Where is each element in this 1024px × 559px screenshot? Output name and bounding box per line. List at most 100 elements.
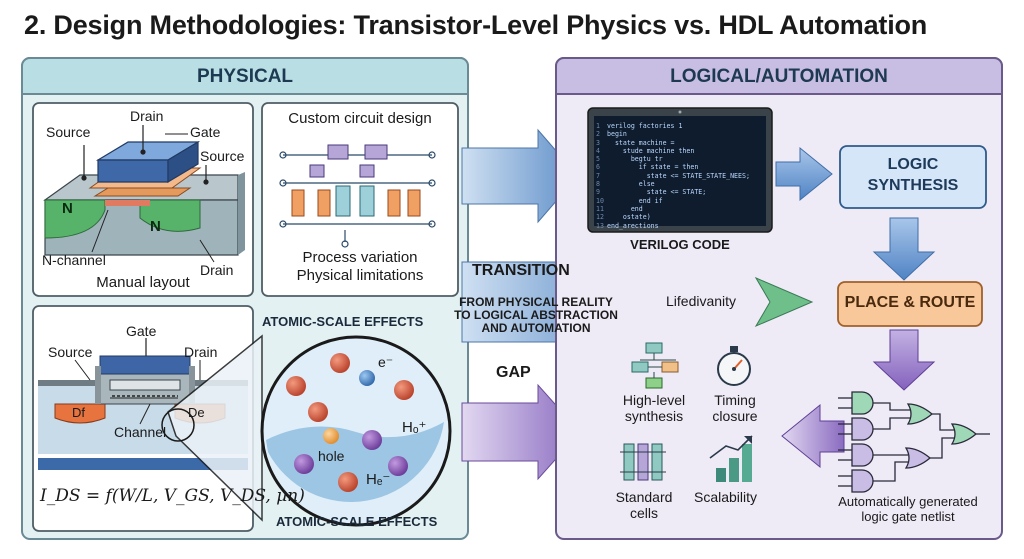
logic-gate-netlist [838, 391, 990, 493]
verilog-monitor [587, 107, 773, 233]
netlist-line-2: logic gate netlist [861, 509, 955, 524]
n-channel-label: N-channel [42, 252, 106, 268]
code-line-text: state <= STATE; [607, 188, 707, 197]
code-line: 7 state <= STATE_STATE_NEES; [596, 172, 750, 180]
code-line-number: 13 [596, 221, 604, 230]
hole-ball [323, 428, 339, 444]
netlist-caption: Automatically generated logic gate netli… [820, 494, 996, 524]
scalability-icon [709, 435, 753, 482]
process-variation-caption: Process variation [302, 249, 418, 266]
gap-label: GAP [496, 364, 531, 381]
ho-label: Hₒ⁺ [402, 419, 427, 436]
code-line-number: 6 [596, 163, 600, 172]
code-line-text: if state = then [607, 163, 699, 172]
code-line: 4 stude machine then [596, 147, 750, 155]
hierarchy-icon [631, 342, 679, 389]
standard-line-1: Standard [615, 489, 673, 505]
code-line-text: begtu tr [607, 155, 663, 164]
electron-ball [359, 370, 375, 386]
mosfet-gate-label: Gate [190, 124, 221, 140]
logical-header: LOGICAL/AUTOMATION [670, 66, 888, 87]
mosfet-3d-box [32, 102, 254, 297]
code-line: 10 end if [596, 197, 750, 205]
hole-label: hole [318, 448, 345, 464]
electron-label: e⁻ [378, 354, 394, 370]
code-line-text: end if [607, 196, 663, 205]
atom-red-1 [286, 376, 306, 396]
atom-red-2 [330, 353, 350, 373]
standard-cells-label: Standard cells [606, 489, 682, 521]
channel-label: Channel [114, 424, 167, 440]
transition-line-1: FROM PHYSICAL REALITY [459, 295, 613, 309]
atom-red-4 [308, 402, 328, 422]
code-line-number: 2 [596, 130, 600, 139]
lifedivanity-label: Lifedivanity [666, 293, 737, 309]
code-line: 8 else [596, 180, 750, 188]
custom-circuit-box [261, 102, 459, 297]
atomic-effects-bottom-label: ATOMIC-SCALE EFFECTS [276, 514, 438, 529]
code-line-number: 12 [596, 213, 604, 222]
code-line-text: state <= STATE_STATE_NEES; [607, 171, 750, 180]
code-line: 11 end [596, 205, 750, 213]
code-line: 5 begtu tr [596, 155, 750, 163]
cross-section-box [32, 305, 254, 532]
code-line-text: verilog factories 1 [607, 122, 683, 130]
high-level-line-2: synthesis [624, 408, 684, 424]
cross-gate-label: Gate [126, 323, 157, 339]
verilog-code-label: VERILOG CODE [630, 237, 730, 252]
mosfet-source-right-label: Source [200, 148, 245, 164]
he-label: Hₑ⁻ [366, 471, 391, 488]
place-route-label: PLACE & ROUTE [844, 294, 976, 311]
timing-line-2: closure [712, 408, 758, 424]
code-line-number: 3 [596, 138, 600, 147]
atomic-zoom [161, 334, 452, 527]
mosfet-source-label: Source [46, 124, 91, 140]
atom-red-5 [338, 472, 358, 492]
code-line: 1 verilog factories 1 [596, 122, 750, 130]
code-line-number: 7 [596, 171, 600, 180]
code-line-number: 1 [596, 122, 600, 130]
code-line-text: end_arections [607, 221, 659, 230]
page-title: 2. Design Methodologies: Transistor-Leve… [24, 10, 928, 40]
mosfet-drain-label: Drain [130, 108, 164, 124]
code-line-text: stude machine then [607, 146, 695, 155]
standard-line-2: cells [629, 505, 658, 521]
manual-layout-caption: Manual layout [96, 274, 190, 291]
code-line: 6 if state = then [596, 163, 750, 171]
high-level-line-1: High-level [622, 392, 686, 408]
code-line: 3 state machine = [596, 139, 750, 147]
code-line-text: state machine = [607, 138, 675, 147]
code-line-number: 5 [596, 155, 600, 164]
scalability-label: Scalability [694, 489, 758, 505]
df-label: Df [72, 405, 85, 420]
transition-label: TRANSITION [472, 262, 570, 279]
stopwatch-icon [717, 346, 751, 386]
de-label: De [188, 405, 205, 420]
cross-source-label: Source [48, 344, 93, 360]
code-line-number: 9 [596, 188, 600, 197]
transition-line-3: AND AUTOMATION [481, 321, 591, 335]
physical-limitations-caption: Physical limitations [296, 267, 424, 284]
code-line: 9 state <= STATE; [596, 188, 750, 196]
code-line-text: else [607, 180, 655, 189]
code-line-number: 10 [596, 196, 604, 205]
code-line: 12 ostate) [596, 213, 750, 221]
atom-purple-3 [388, 456, 408, 476]
code-line-number: 11 [596, 204, 604, 213]
logic-synthesis-line-2: SYNTHESIS [867, 177, 959, 194]
high-level-synthesis-label: High-level synthesis [614, 392, 694, 424]
atomic-effects-top-label: ATOMIC-SCALE EFFECTS [262, 314, 424, 329]
code-line-text: ostate) [607, 213, 651, 222]
transition-line-2: TO LOGICAL ABSTRACTION [454, 308, 618, 322]
standard-cells-icon [620, 443, 666, 481]
code-line-text: end [607, 204, 643, 213]
atom-purple-2 [362, 430, 382, 450]
cross-drain-label: Drain [184, 344, 218, 360]
logic-synthesis-line-1: LOGIC [887, 156, 939, 173]
logic-synthesis-box [839, 145, 987, 209]
timing-line-1: Timing [714, 392, 756, 408]
flow-arrows [754, 146, 936, 469]
